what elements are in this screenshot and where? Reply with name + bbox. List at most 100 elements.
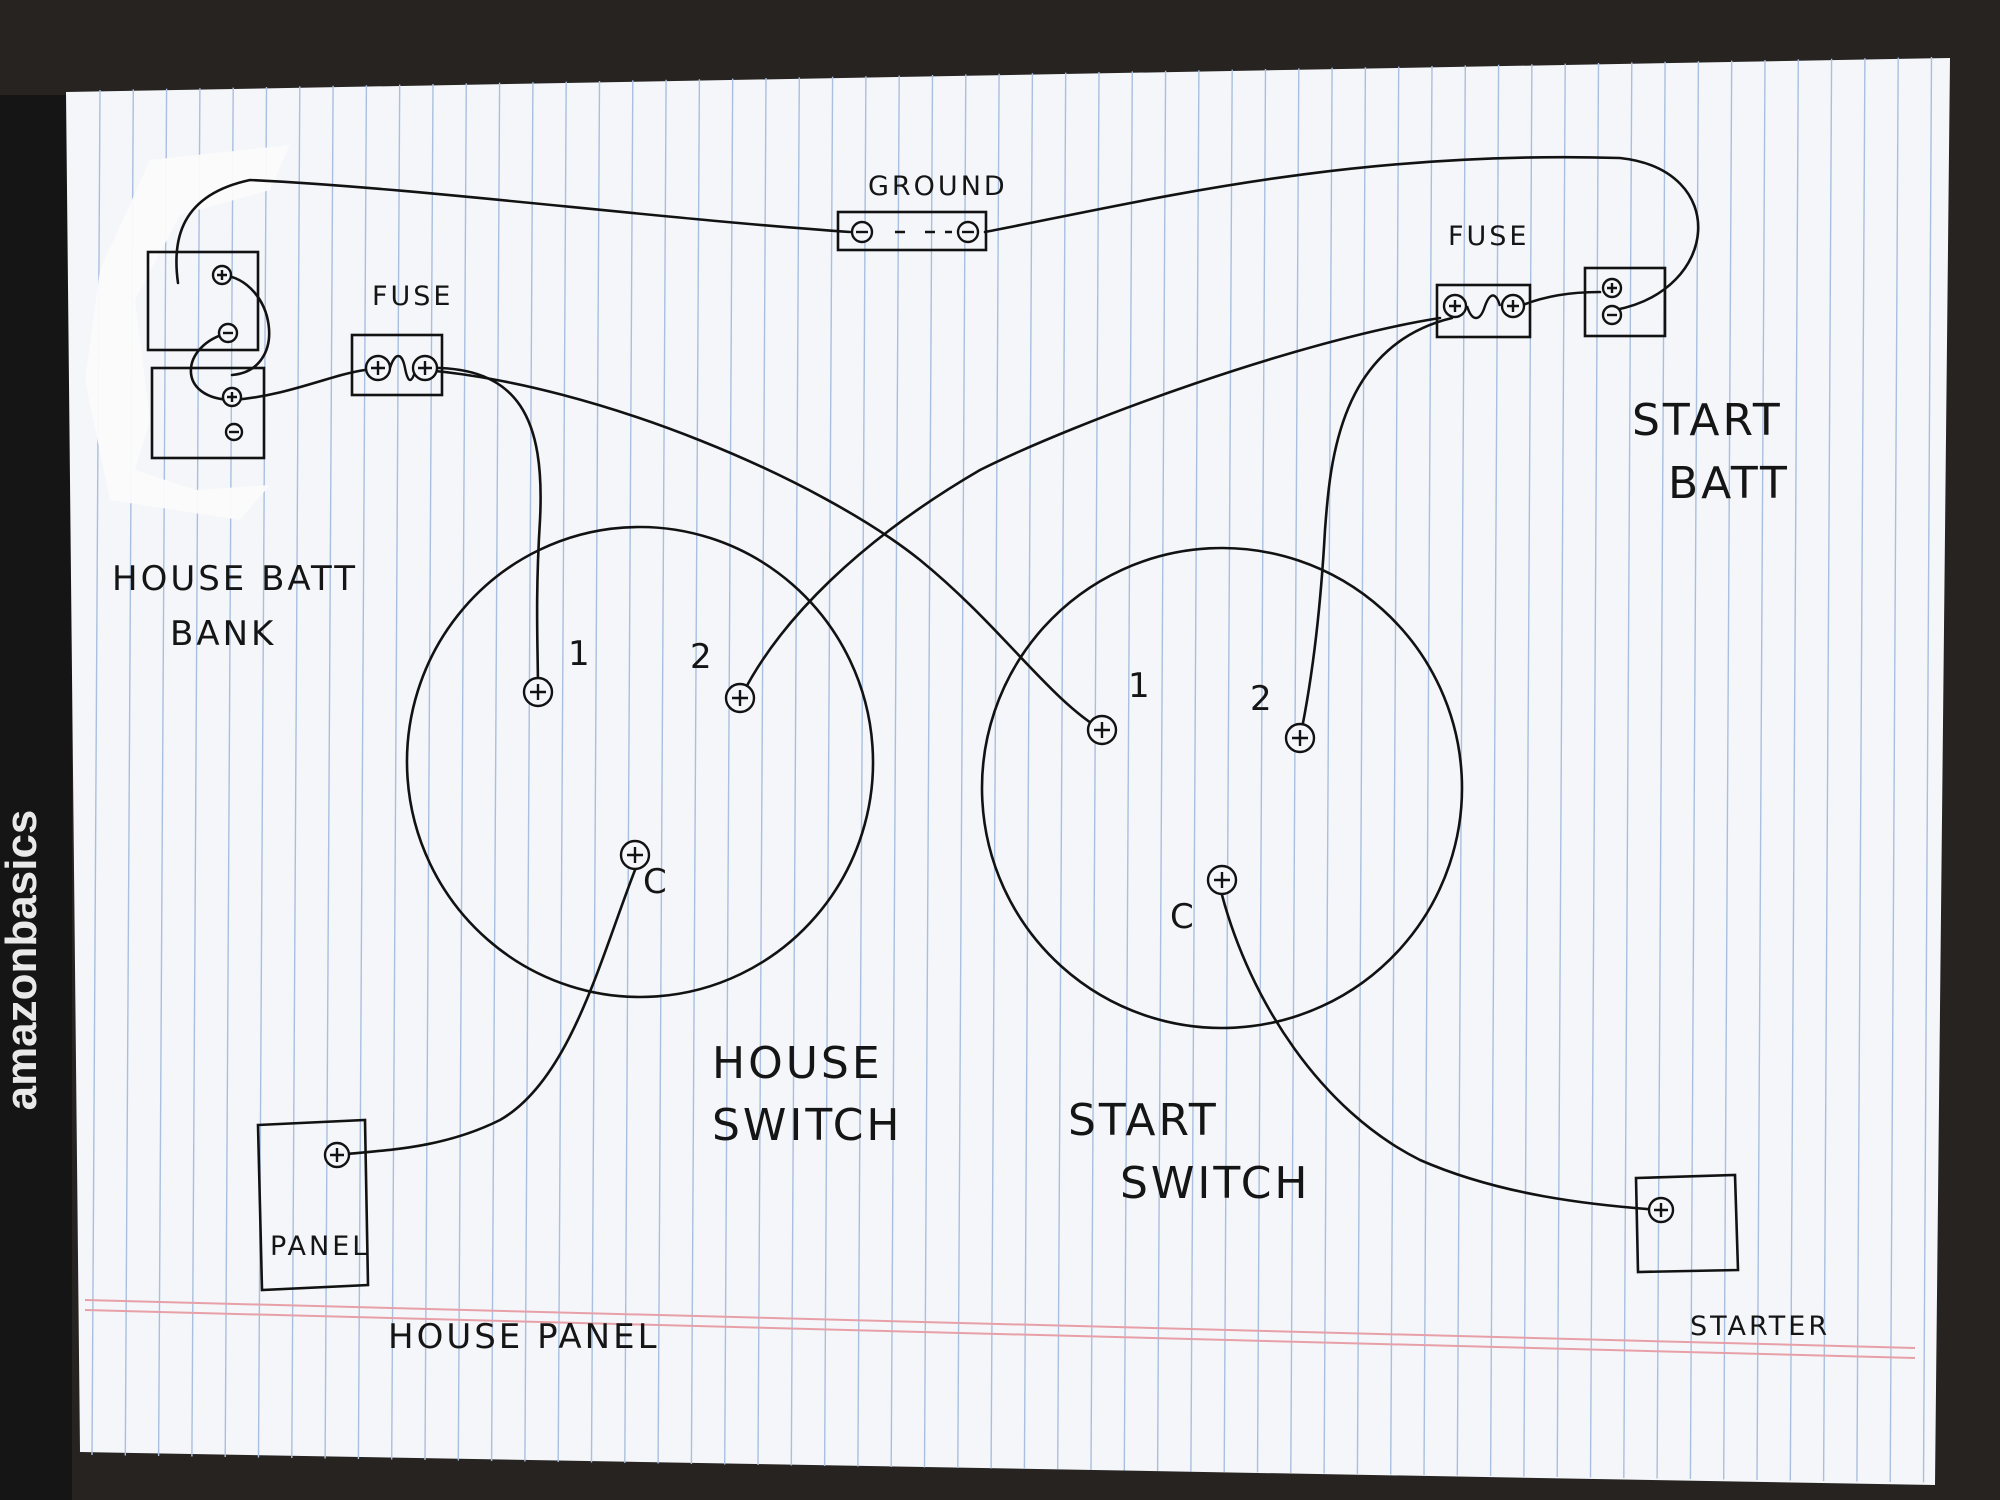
ruled-line [191,88,201,1457]
minus-icon [850,220,874,244]
ground-block [836,210,988,252]
ruled-line [1789,59,1800,1481]
panel-box [256,1118,370,1292]
ruled-line [457,83,467,1461]
house-switch-label-line2: SWITCH [712,1100,903,1151]
ruled-line [1190,70,1200,1472]
start-batt-label-line2: BATT [1668,458,1790,509]
ruled-line [157,88,168,1457]
ruled-line [1722,60,1733,1480]
brand-logo: amazonbasics [0,810,46,1111]
plus-icon [1442,293,1468,319]
house-battery-2 [150,366,266,460]
plus-icon [522,676,554,708]
ruled-line [1123,71,1134,1471]
house-switch-terminal-1-label: 1 [568,634,593,674]
start-switch-terminal-2-label: 2 [1250,679,1275,719]
wires [175,155,1700,1212]
minus-icon [224,422,244,442]
ruled-line [1623,62,1633,1479]
ruled-line [1090,71,1100,1471]
house-batt-label-line2: BANK [170,614,276,654]
ruled-line [724,78,734,1465]
start-switch-terminal-1-label: 1 [1128,666,1153,706]
fuse-link-icon [1465,294,1502,320]
fuse-start [1435,283,1532,339]
wire-house-c-to-panel [336,868,637,1157]
fuse-label-house: FUSE [372,281,454,312]
wire-start-c-to-starter [1220,893,1662,1212]
plus-icon [211,264,233,286]
margin-line-bottom [84,1309,1916,1359]
panel-box-label: PANEL [270,1231,370,1262]
ruled-line [1389,66,1400,1475]
ruled-line [1056,72,1067,1470]
wire-house-batt-link-a [220,273,271,377]
fuse-link-icon [388,354,418,382]
start-switch-label-line2: SWITCH [1120,1158,1311,1209]
ruled-line [391,84,401,1460]
ruled-line [291,86,301,1459]
starter-box [1634,1173,1740,1274]
ruled-line [1822,58,1833,1482]
start-switch-terminal-c-label: C [1170,897,1197,937]
ruled-line [1589,62,1600,1478]
paper-sheet [66,56,1950,1485]
ruled-lines [91,56,1933,1483]
start-battery [1583,266,1667,338]
wire-house-batt-link-b [189,331,236,402]
house-battery-1 [146,250,260,352]
plus-icon [1601,277,1623,299]
house-switch [405,525,875,999]
house-panel-label: HOUSE PANEL [388,1317,660,1357]
ruled-line [790,77,800,1466]
notepad-binding: amazonbasics [0,95,72,1500]
ruled-line [1889,57,1899,1483]
wire-left-fuse-to-start-1 [423,368,1104,732]
ruled-line [490,82,501,1462]
start-batt-label-line1: START [1632,395,1783,446]
ruled-line [857,76,867,1467]
ruled-line [357,85,368,1460]
ruled-line [1023,73,1034,1470]
house-switch-label-line1: HOUSE [712,1038,883,1089]
labels: GROUND FUSE FUSE HOUSE BATT BANK START B… [112,171,1830,1357]
ruled-line [923,74,934,1468]
ruled-line [1423,65,1433,1476]
tape-strip [85,145,290,520]
house-batt-label-line1: HOUSE BATT [112,559,358,599]
ruled-line [1156,70,1167,1472]
starter-label: STARTER [1690,1311,1830,1342]
ruled-line [1922,56,1933,1483]
ruled-line [1689,61,1700,1480]
wire-ground-house [175,178,852,285]
start-switch-label-line1: START [1068,1095,1219,1146]
plus-icon [1086,714,1118,746]
ruled-line [590,80,601,1463]
fuse-label-start: FUSE [1448,221,1530,252]
ruled-line [1356,67,1367,1475]
ground-label: GROUND [868,171,1008,202]
minus-icon [1601,304,1623,326]
ruled-line [1756,59,1766,1481]
minus-icon [956,220,980,244]
margin-line-top [84,1299,1916,1349]
ruled-line [1323,67,1333,1474]
wire-right-fuse-to-start-batt [1518,290,1602,308]
ruled-line [690,79,701,1465]
plus-icon [1284,722,1316,754]
ruled-line [1256,68,1267,1473]
ruled-line [823,76,834,1467]
wire-right-fuse-to-house-2 [740,316,1442,697]
plus-icon [724,682,756,714]
ruled-line [1556,63,1566,1478]
start-switch [980,546,1464,1030]
plus-icon [1647,1196,1675,1224]
plus-icon [619,839,651,871]
wire-ground-start [983,155,1700,312]
fuse-house [350,333,444,397]
ruled-line [1223,69,1233,1473]
ruled-line [890,75,900,1468]
house-switch-terminal-2-label: 2 [690,637,715,677]
